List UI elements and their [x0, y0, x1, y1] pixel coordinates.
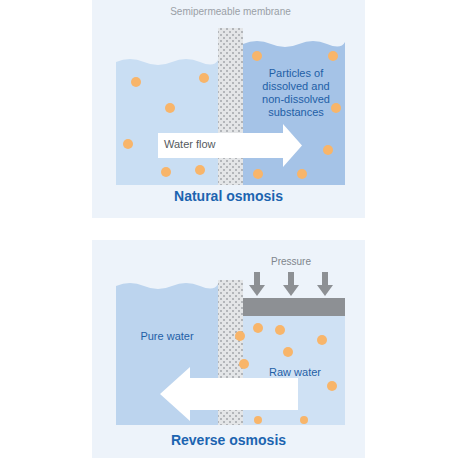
pressure-label: Pressure	[271, 256, 311, 267]
water-low	[116, 59, 218, 185]
tank-label: Raw water	[252, 366, 338, 379]
flow-arrow-box: Water flow	[158, 133, 283, 158]
flow-arrow	[158, 124, 302, 167]
water-tank: Raw water	[252, 364, 338, 380]
tank-label: Particles of dissolved and non-dissolved…	[252, 67, 340, 120]
membrane-label: Semipermeable membrane	[170, 6, 291, 17]
panel: Natural osmosis Particles of dissolved an…	[92, 0, 365, 218]
water-tank: Particles of dissolved and non-dissolved…	[252, 62, 340, 124]
panel	[92, 240, 365, 458]
panel: Reverse osmosis Pure waterRaw water	[92, 240, 365, 458]
water-high	[243, 41, 345, 185]
panel-title: Natural osmosis	[92, 188, 365, 204]
pressure-arrows	[249, 272, 333, 296]
tank-label: Pure water	[120, 330, 214, 343]
piston	[243, 298, 345, 316]
particles	[123, 51, 341, 179]
water-tank: Pure water	[120, 320, 214, 354]
membrane	[218, 28, 243, 185]
panel-title: Reverse osmosis	[92, 432, 365, 448]
panel	[92, 0, 365, 218]
tank-label: Water flow	[164, 138, 216, 151]
